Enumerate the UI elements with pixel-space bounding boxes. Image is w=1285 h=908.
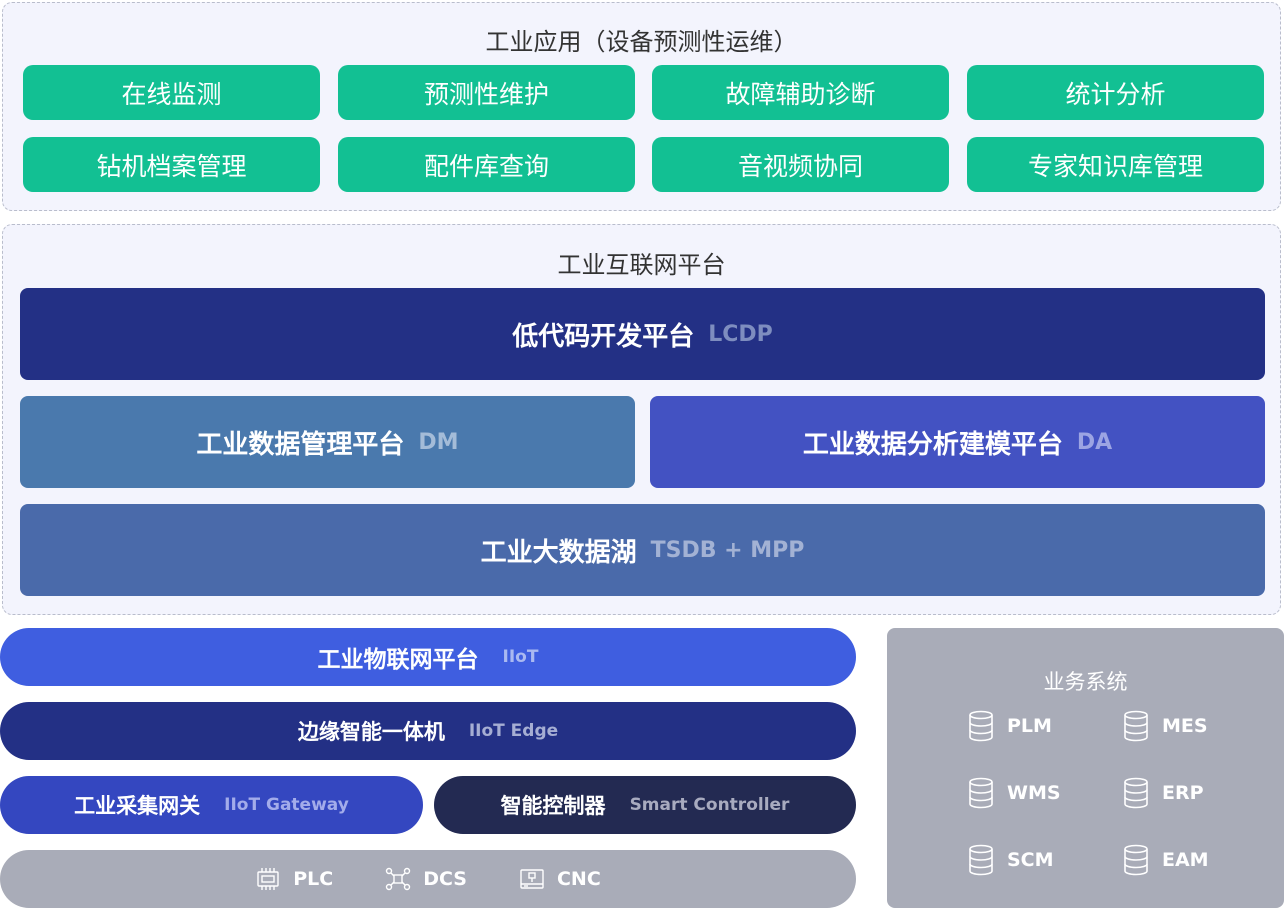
- controller-name: 智能控制器: [500, 794, 606, 818]
- database-icon: [969, 777, 993, 809]
- database-icon: [969, 710, 993, 742]
- app-statistical-analysis[interactable]: 统计分析: [967, 65, 1264, 120]
- da-bar[interactable]: 工业数据分析建模平台 DA: [650, 396, 1265, 488]
- database-icon: [1124, 844, 1148, 876]
- da-abbr: DA: [1076, 429, 1113, 455]
- business-item-plm-label: PLM: [1007, 715, 1052, 737]
- edge-abbr: IIoT Edge: [468, 721, 559, 741]
- app-predictive-maintenance[interactable]: 预测性维护: [338, 65, 635, 120]
- business-item-mes[interactable]: MES: [1122, 710, 1208, 742]
- plc-chip-icon: [257, 868, 279, 890]
- lake-abbr: TSDB + MPP: [650, 537, 805, 563]
- business-systems-panel: 业务系统 PLM MES WMS ERP SCM EAM: [887, 628, 1284, 908]
- device-plc[interactable]: PLC: [255, 867, 333, 891]
- business-item-scm[interactable]: SCM: [967, 844, 1054, 876]
- lake-name: 工业大数据湖: [480, 537, 637, 568]
- business-title: 业务系统: [1043, 670, 1128, 694]
- app-parts-query[interactable]: 配件库查询: [338, 137, 635, 192]
- business-item-erp[interactable]: ERP: [1122, 777, 1204, 809]
- business-item-erp-label: ERP: [1162, 782, 1204, 804]
- app-rig-archive[interactable]: 钻机档案管理: [23, 137, 320, 192]
- app-av-collaboration[interactable]: 音视频协同: [652, 137, 949, 192]
- device-dcs[interactable]: DCS: [385, 867, 467, 891]
- dm-bar[interactable]: 工业数据管理平台 DM: [20, 396, 635, 488]
- apps-title: 工业应用（设备预测性运维）: [485, 28, 798, 56]
- iiot-platform-bar[interactable]: 工业物联网平台 IIoT: [0, 628, 856, 686]
- lcdp-name: 低代码开发平台: [512, 321, 695, 352]
- device-cnc[interactable]: CNC: [519, 867, 601, 891]
- business-item-mes-label: MES: [1162, 715, 1208, 737]
- database-icon: [1124, 777, 1148, 809]
- device-cnc-label: CNC: [556, 868, 601, 890]
- device-plc-label: PLC: [293, 868, 334, 890]
- device-dcs-label: DCS: [423, 868, 467, 890]
- gateway-bar[interactable]: 工业采集网关 IIoT Gateway: [0, 776, 423, 834]
- dcs-network-icon: [386, 867, 411, 891]
- business-item-eam-label: EAM: [1162, 849, 1209, 871]
- app-fault-diagnosis[interactable]: 故障辅助诊断: [652, 65, 949, 120]
- business-item-plm[interactable]: PLM: [967, 710, 1052, 742]
- edge-name: 边缘智能一体机: [297, 720, 445, 744]
- gateway-name: 工业采集网关: [74, 794, 201, 818]
- controller-bar[interactable]: 智能控制器 Smart Controller: [434, 776, 856, 834]
- dm-name: 工业数据管理平台: [196, 429, 405, 460]
- dm-abbr: DM: [418, 429, 459, 455]
- devices-bar: PLC DCS CNC: [0, 850, 856, 908]
- cnc-machine-icon: [520, 869, 544, 889]
- lcdp-bar[interactable]: 低代码开发平台 LCDP: [20, 288, 1265, 380]
- business-item-scm-label: SCM: [1007, 849, 1054, 871]
- controller-abbr: Smart Controller: [629, 795, 790, 815]
- iiot-abbr: IIoT: [502, 647, 539, 667]
- business-item-wms[interactable]: WMS: [967, 777, 1061, 809]
- industrial-apps-panel: 工业应用（设备预测性运维） 在线监测 预测性维护 故障辅助诊断 统计分析 钻机档…: [2, 2, 1281, 211]
- app-expert-knowledge[interactable]: 专家知识库管理: [967, 137, 1264, 192]
- app-online-monitoring[interactable]: 在线监测: [23, 65, 320, 120]
- business-item-eam[interactable]: EAM: [1122, 844, 1209, 876]
- platform-title: 工业互联网平台: [557, 251, 726, 279]
- da-name: 工业数据分析建模平台: [802, 429, 1063, 460]
- business-item-wms-label: WMS: [1007, 782, 1061, 804]
- database-icon: [969, 844, 993, 876]
- gateway-abbr: IIoT Gateway: [224, 795, 349, 815]
- lcdp-abbr: LCDP: [708, 321, 773, 347]
- iiot-name: 工业物联网平台: [317, 647, 479, 673]
- database-icon: [1124, 710, 1148, 742]
- data-lake-bar[interactable]: 工业大数据湖 TSDB + MPP: [20, 504, 1265, 596]
- edge-bar[interactable]: 边缘智能一体机 IIoT Edge: [0, 702, 856, 760]
